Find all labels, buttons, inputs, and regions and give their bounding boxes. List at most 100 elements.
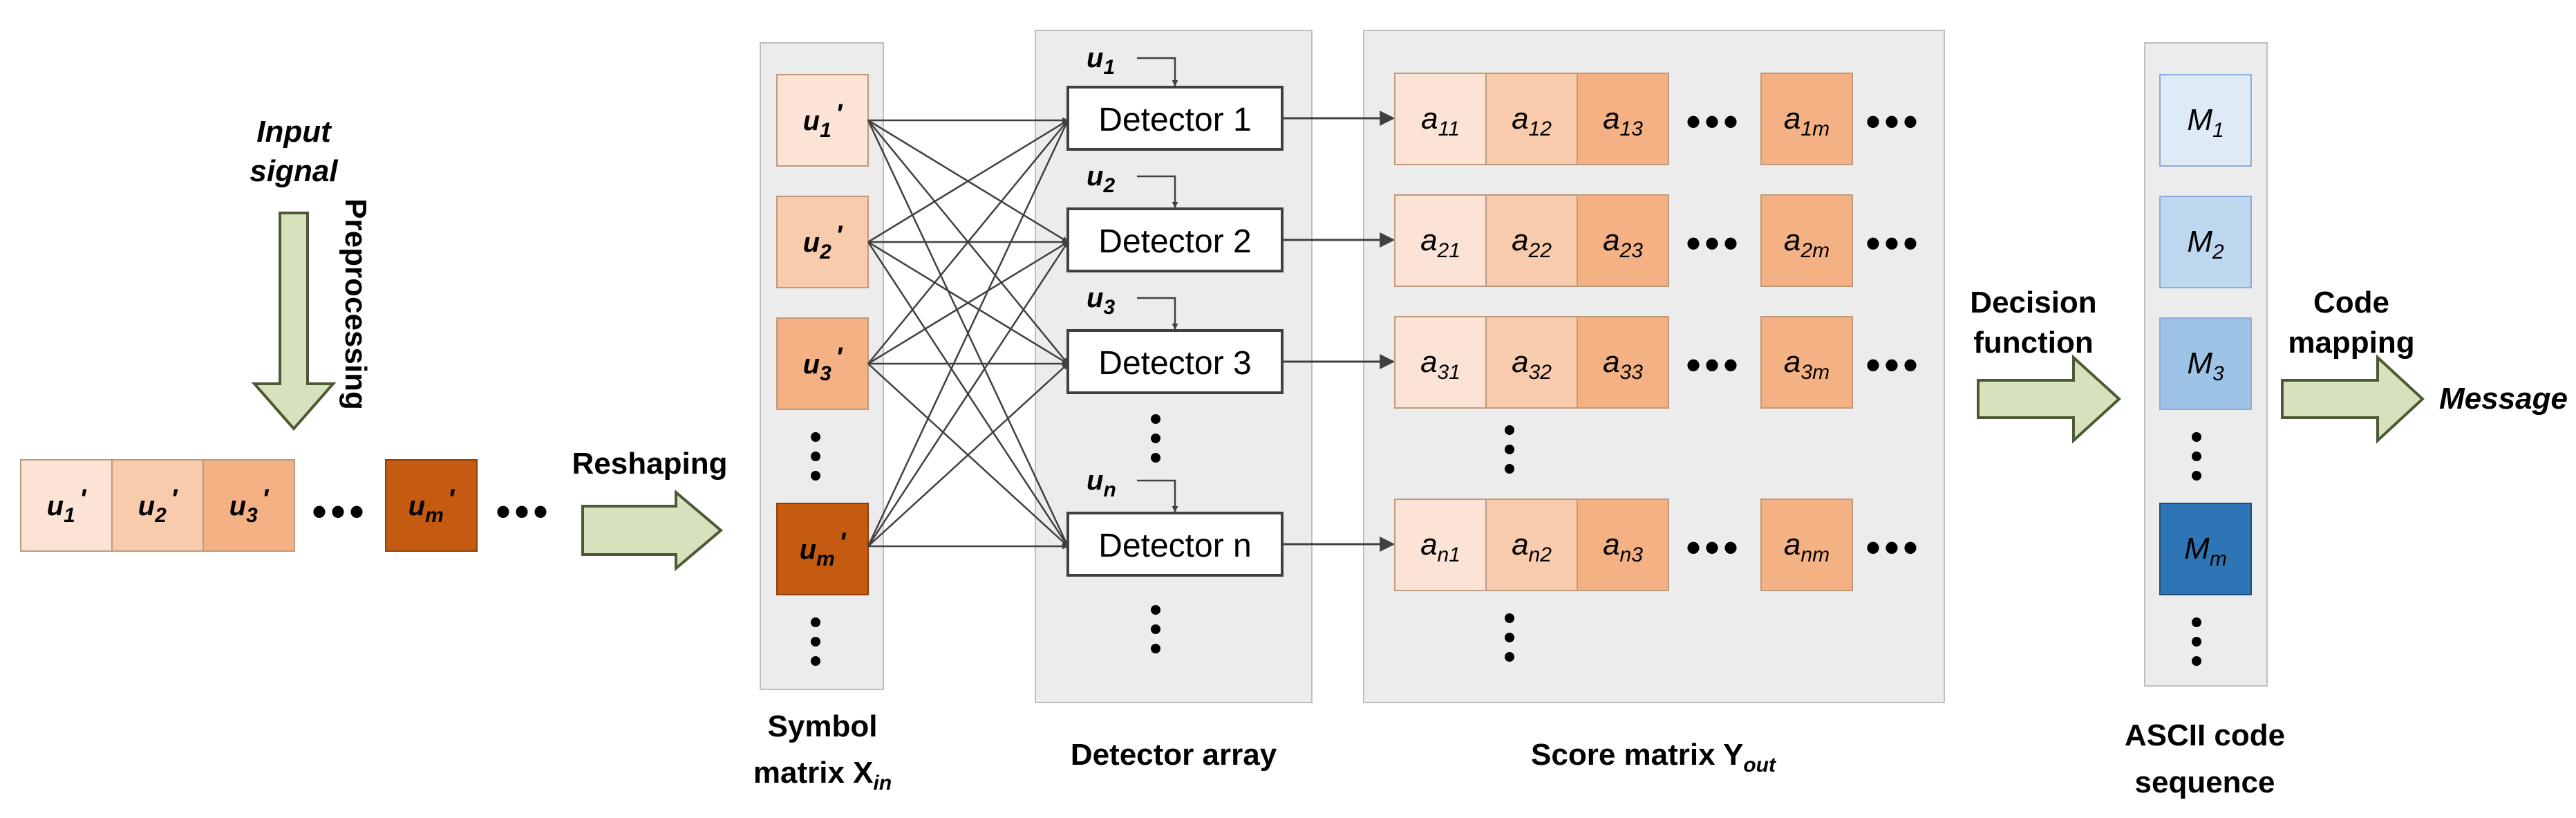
input-cell-sub: 2 [154,504,167,527]
input-cell-box [203,459,295,552]
ascii-cell: Mm [2159,503,2252,595]
svg-text:a32: a32 [1512,345,1552,384]
symbol-cell-box [776,74,869,167]
score-cell-box [1485,194,1578,287]
input-signal-label-1: Input [256,115,332,149]
ascii-vdots-1 [2192,432,2201,481]
score-cell-box [1394,316,1487,409]
svg-text:u3: u3 [1087,283,1115,319]
ascii-cell-sub: 3 [2212,362,2224,385]
symbol-cell-prime: ' [836,342,843,373]
symbol-cell: u3' [776,317,869,410]
svg-text:u3': u3' [229,484,270,527]
symbol-vdots-1 [811,432,820,481]
ascii-cell: M1 [2159,74,2252,167]
score-matrix: a11 a12 a13 ••• a1m ••• a21 a22 a23 ••• … [1394,73,1921,662]
score-ellipsis: ••• [1865,524,1921,570]
score-cell-box [1760,194,1853,287]
svg-text:u2': u2' [138,484,178,527]
score-cell-base: a [1784,528,1801,561]
score-cell-box [1394,73,1487,165]
preprocessing-arrow [251,212,337,431]
input-cell: u3' [203,459,295,552]
code-mapping-label-2: mapping [2288,326,2414,360]
detector-input-sub: 2 [1102,174,1115,197]
score-cell-sub: nm [1801,543,1830,566]
ascii-cell-base: M [2187,346,2212,380]
symbol-matrix-caption-1: Symbol [768,709,878,743]
symbol-cell-base: u [800,535,816,565]
score-cell-box [1760,499,1853,591]
detector-input-base: u [1087,161,1103,192]
reshaping-arrow [581,489,724,572]
score-cell-box [1485,499,1578,591]
connection-line [867,120,1069,364]
message-label: Message [2439,382,2568,416]
input-ellipsis-1: ••• [312,488,368,535]
connection-lines [867,117,1069,550]
input-cell-base: u [408,491,425,521]
ascii-caption-2: sequence [2135,765,2275,799]
detector-label: Detector 1 [1098,102,1251,138]
ascii-caption-1: ASCII code [2125,718,2285,752]
score-matrix-caption-sub: out [1743,754,1777,777]
score-cell-sub: 23 [1619,239,1644,262]
svg-text:u1: u1 [1087,43,1115,79]
score-cell-base: a [1512,223,1528,257]
detector-input-sub: n [1103,478,1116,501]
ascii-vdots-2 [2192,617,2201,666]
symbol-matrix: u1' u2' u3' um' [776,74,869,666]
input-cell-prime: ' [171,484,178,514]
svg-text:a13: a13 [1603,102,1643,140]
detector-array: u1 Detector 1 u2 Detector 2 u3 Detector … [1066,43,1284,653]
symbol-cell-base: u [803,106,820,136]
score-cell-base: a [1603,102,1619,136]
input-cell-prime: ' [448,484,455,514]
score-vdots-1 [1505,425,1514,474]
score-cell-base: a [1512,528,1528,561]
detector-box [1066,207,1284,272]
score-cell-base: a [1512,345,1528,379]
input-cell-sub: 3 [246,504,258,527]
input-cell-sub: 1 [64,504,75,527]
detector-box [1066,512,1284,577]
input-ellipsis-2: ••• [496,488,552,535]
svg-text:a21: a21 [1420,223,1460,262]
reshaping-label: Reshaping [572,447,728,481]
detector-box [1066,329,1284,394]
svg-text:an3: an3 [1603,528,1643,566]
detector-input-arrow [1137,479,1178,512]
symbol-cell-prime: ' [836,99,843,129]
svg-text:M2: M2 [2187,225,2224,263]
score-row: a11 a12 a13 ••• a1m ••• [1394,73,1921,165]
score-row: a31 a32 a33 ••• a3m ••• [1394,316,1918,409]
svg-text:um': um' [408,484,455,527]
svg-text:u1': u1' [47,484,87,527]
ascii-cell-base: M [2187,225,2212,259]
symbol-cell: u1' [776,74,869,167]
score-cell-sub: 12 [1529,118,1552,140]
symbol-vdots-2 [811,617,820,666]
score-cell-box [1394,499,1487,591]
score-cell-base: a [1603,223,1619,257]
svg-text:a11: a11 [1421,102,1460,140]
score-cell-sub: n3 [1620,543,1644,566]
symbol-cell-box [776,317,869,410]
score-cell-base: a [1512,102,1528,136]
ascii-cell-base: M [2187,103,2212,137]
score-arrows [1282,111,1395,552]
score-cell-sub: 2m [1800,239,1830,262]
ascii-cell-box [2159,196,2252,288]
code-mapping-label-1: Code [2313,286,2389,319]
symbol-cell-sub: 2 [819,241,831,263]
score-row: a21 a22 a23 ••• a2m ••• [1394,194,1918,287]
score-cell-sub: n2 [1529,543,1552,566]
connection-line [867,363,1069,547]
score-ellipsis: ••• [1865,98,1921,145]
symbol-matrix-caption-2: matrix X [753,756,874,790]
svg-text:M1: M1 [2187,103,2224,142]
symbol-cell-box [776,503,869,595]
input-cell-last: um' [385,459,478,552]
symbol-cell: u2' [776,196,869,288]
svg-text:Score matrix Yout: Score matrix Yout [1531,738,1777,777]
